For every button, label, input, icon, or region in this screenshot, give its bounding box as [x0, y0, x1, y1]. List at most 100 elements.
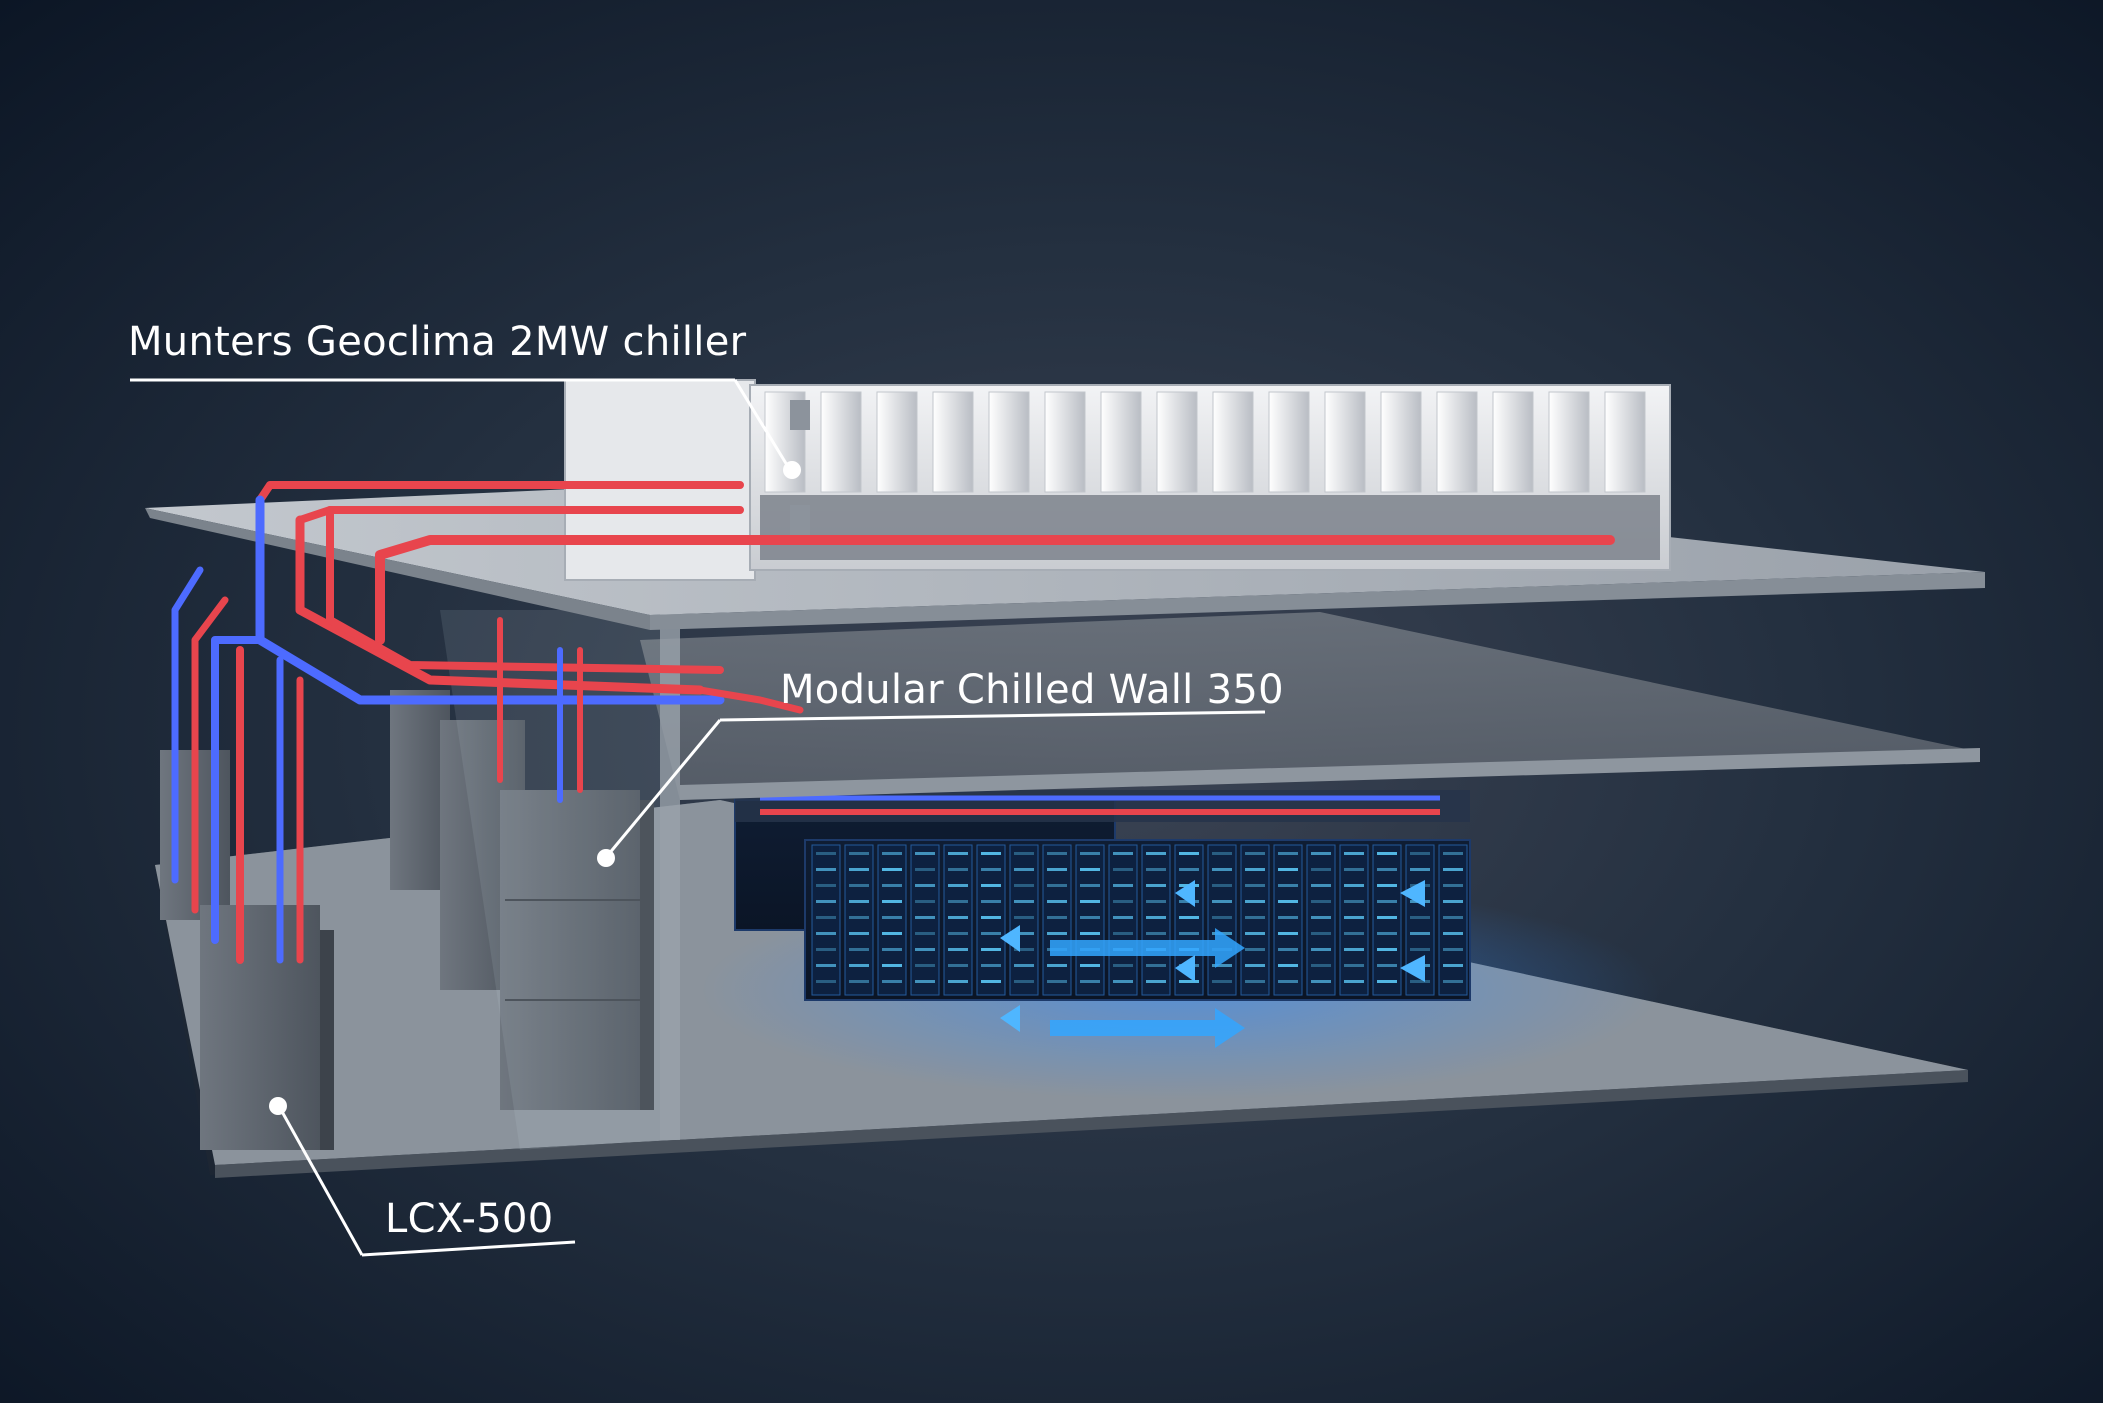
rack-led [915, 916, 935, 919]
rack-led [1047, 980, 1067, 983]
chilled-wall-label: Modular Chilled Wall 350 [780, 667, 1284, 713]
rack-led [1311, 900, 1331, 903]
rack-led [1410, 852, 1430, 855]
airflow-arrow-left-2 [1000, 1005, 1020, 1032]
rack-led [1245, 932, 1265, 935]
rack-led [948, 900, 968, 903]
rack-led [1377, 948, 1397, 951]
rack-led [1212, 852, 1232, 855]
rack-led [816, 868, 836, 871]
rack-led [1080, 964, 1100, 967]
rack-led [849, 980, 869, 983]
rack-led [1179, 916, 1199, 919]
rack-led [1146, 868, 1166, 871]
rack-led [981, 980, 1001, 983]
server-racks [734, 790, 1471, 1001]
airflow-arrow-left-1 [1000, 925, 1020, 952]
rack-led [1245, 852, 1265, 855]
rack-led [1344, 868, 1364, 871]
rack-led [1344, 932, 1364, 935]
rack-led [882, 884, 902, 887]
chilled-wall-leader-line [719, 710, 1266, 722]
chiller-fan-panel [1212, 391, 1254, 493]
rack-led [1278, 900, 1298, 903]
rack-led [948, 916, 968, 919]
chiller-fan-panel [1548, 391, 1590, 493]
rack-led [1344, 980, 1364, 983]
airflow-arrow-left-6 [1400, 955, 1425, 982]
rack-led [1113, 900, 1133, 903]
rack-led [1245, 980, 1265, 983]
rack-led [1014, 980, 1034, 983]
rack-led [1014, 964, 1034, 967]
rack-led [1344, 884, 1364, 887]
rack-led [882, 868, 902, 871]
rack-led [1245, 900, 1265, 903]
rack-led [1146, 980, 1166, 983]
rack-led [1047, 852, 1067, 855]
rack-led [1311, 932, 1331, 935]
rack-led [1344, 964, 1364, 967]
rack-led [1443, 916, 1463, 919]
rack-led [1443, 964, 1463, 967]
rack-led [1245, 916, 1265, 919]
rack-led [981, 948, 1001, 951]
rack-led [981, 900, 1001, 903]
rack-led [1146, 964, 1166, 967]
rack-led [1080, 868, 1100, 871]
rack-led [1179, 980, 1199, 983]
rack-led [1014, 900, 1034, 903]
server-rack [877, 844, 907, 996]
rack-led [1080, 916, 1100, 919]
rack-led [816, 916, 836, 919]
rack-led [915, 884, 935, 887]
chiller-fan-panel [1044, 391, 1086, 493]
chiller-marker-dot [783, 461, 801, 479]
airflow-arrow-right-1 [1050, 928, 1245, 968]
chiller-fan-panel [1324, 391, 1366, 493]
rack-led [1245, 964, 1265, 967]
rack-led [948, 852, 968, 855]
rack-led [1047, 868, 1067, 871]
chiller-fan-panel [876, 391, 918, 493]
server-rack [1108, 844, 1138, 996]
rack-led [1113, 964, 1133, 967]
rack-led [816, 932, 836, 935]
rack-led [1311, 884, 1331, 887]
rack-led [1278, 980, 1298, 983]
rack-led [1212, 980, 1232, 983]
rack-led [1410, 916, 1430, 919]
server-rack [1042, 844, 1072, 996]
rack-led [816, 948, 836, 951]
server-rack [976, 844, 1006, 996]
rack-led [981, 964, 1001, 967]
airflow-arrow-right-2 [1050, 1008, 1245, 1048]
rack-led [1212, 964, 1232, 967]
rack-led [1146, 852, 1166, 855]
rack-led [1113, 916, 1133, 919]
rack-led [1344, 852, 1364, 855]
rack-led [915, 932, 935, 935]
rack-led [915, 964, 935, 967]
rack-led [1443, 852, 1463, 855]
rack-led [1047, 900, 1067, 903]
rack-led [1410, 868, 1430, 871]
rack-led [816, 964, 836, 967]
rack-led [915, 948, 935, 951]
lcx-label: LCX-500 [385, 1196, 554, 1242]
server-rack [1141, 844, 1171, 996]
rack-led [1014, 948, 1034, 951]
rack-led [1278, 932, 1298, 935]
server-rack [844, 844, 874, 996]
chiller-fan-panel [1380, 391, 1422, 493]
rack-led [1443, 868, 1463, 871]
rack-led [1245, 868, 1265, 871]
rack-led [882, 916, 902, 919]
server-rack [1438, 844, 1468, 996]
chiller-fan-panel [932, 391, 974, 493]
rack-led [1014, 852, 1034, 855]
rack-led [1113, 980, 1133, 983]
rack-led [1179, 932, 1199, 935]
rack-led [882, 932, 902, 935]
rack-led [1014, 916, 1034, 919]
